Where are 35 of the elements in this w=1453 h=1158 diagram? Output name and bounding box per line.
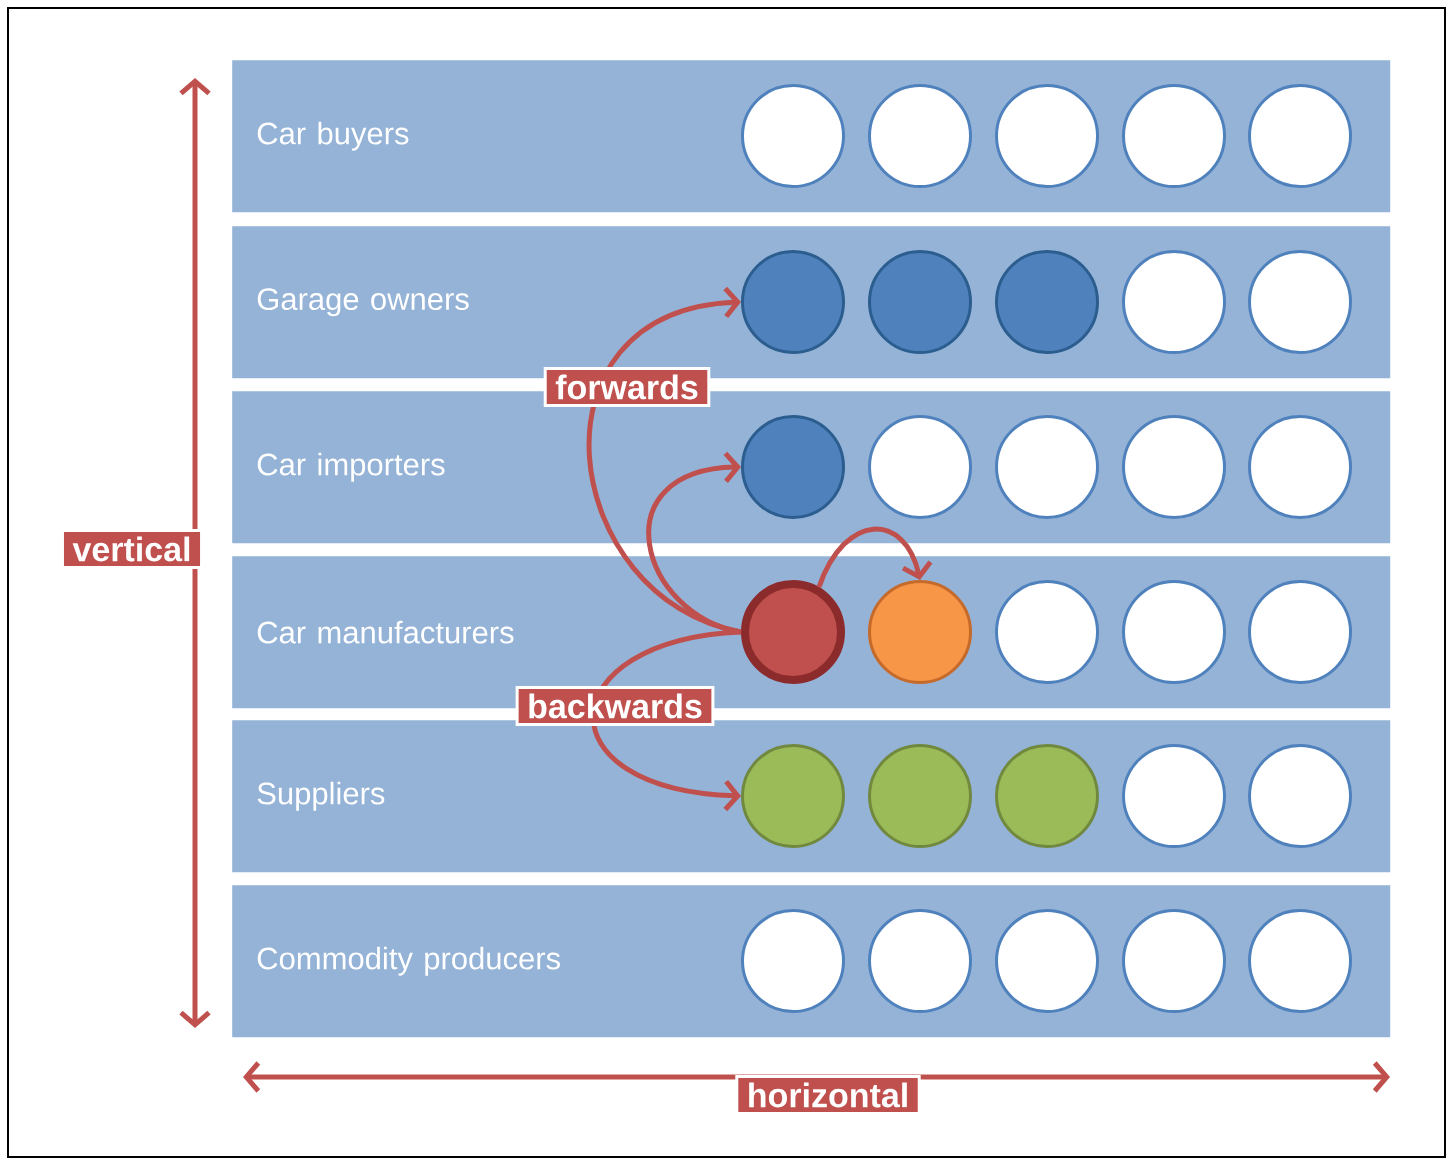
circle: [1248, 415, 1352, 519]
circle: [1248, 250, 1352, 354]
circle: [1122, 84, 1226, 188]
circle: [1122, 415, 1226, 519]
circle: [995, 580, 1099, 684]
circle: [868, 909, 972, 1013]
circle: [741, 250, 845, 354]
edge-label: backwards: [515, 686, 715, 726]
circle: [1122, 744, 1226, 848]
circle: [1122, 909, 1226, 1013]
circle: [868, 84, 972, 188]
circle: [1248, 909, 1352, 1013]
arrow: [816, 526, 933, 588]
circle: [1122, 580, 1226, 684]
circle: [741, 415, 845, 519]
axis-label: vertical: [60, 529, 204, 569]
circle: [995, 415, 1099, 519]
circle: [1122, 250, 1226, 354]
circle: [741, 744, 845, 848]
circle: [1248, 84, 1352, 188]
circle: [868, 744, 972, 848]
circle: [868, 250, 972, 354]
circle: [995, 744, 1099, 848]
circle: [741, 909, 845, 1013]
circle: [1248, 580, 1352, 684]
circle: [1248, 744, 1352, 848]
arrow: [590, 629, 742, 812]
axis-label: horizontal: [735, 1075, 921, 1115]
edge-label: forwards: [543, 367, 711, 407]
circle: [995, 250, 1099, 354]
circle: [995, 84, 1099, 188]
circle: [868, 580, 972, 684]
circle: [868, 415, 972, 519]
circle: [995, 909, 1099, 1013]
circle: [741, 84, 845, 188]
